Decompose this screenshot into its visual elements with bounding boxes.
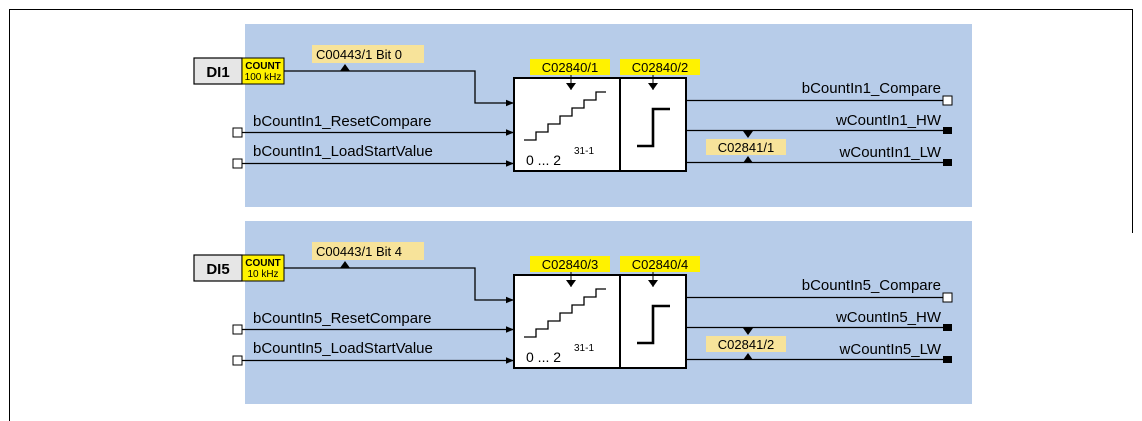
- step-icon: [637, 304, 670, 345]
- step-icon: [637, 107, 670, 148]
- bit-param-label: C00443/1 Bit 4: [316, 244, 402, 259]
- param-compare-box: [620, 256, 700, 272]
- di-box: [193, 57, 243, 85]
- output-compare-label: bCountIn5_Compare: [802, 277, 941, 294]
- page-frame: [9, 9, 1133, 421]
- input-reset-label: bCountIn5_ResetCompare: [253, 310, 431, 327]
- param-counter-box: [530, 256, 610, 272]
- count-signal-line: [284, 267, 514, 304]
- input-load-label: bCountIn5_LoadStartValue: [253, 340, 433, 357]
- count-label: COUNT: [245, 61, 281, 72]
- counter-box: [513, 77, 621, 172]
- input-load-port: [232, 355, 243, 366]
- bit-param-marker: [340, 261, 350, 268]
- output-param-marker-bottom: [743, 156, 753, 163]
- param-counter-marker: [566, 83, 576, 90]
- output-hw-port: [943, 324, 952, 331]
- input-load-label: bCountIn1_LoadStartValue: [253, 143, 433, 160]
- output-param-box: [706, 139, 786, 155]
- staircase-icon: [524, 91, 606, 141]
- input-reset-port: [232, 127, 243, 138]
- output-param-marker-top: [743, 131, 753, 138]
- output-lw-label: wCountIn5_LW: [839, 341, 942, 358]
- staircase-icon: [524, 288, 606, 338]
- output-param-marker-top: [743, 328, 753, 335]
- range-base: 0 ... 2: [526, 152, 561, 168]
- count-box: [241, 254, 285, 282]
- bit-param-label: C00443/1 Bit 0: [316, 47, 402, 62]
- output-lw-port: [943, 159, 952, 166]
- param-compare-label: C02840/4: [632, 257, 688, 272]
- count-signal-line: [284, 70, 514, 107]
- range-exponent: 31-1: [574, 343, 594, 354]
- output-param-box: [706, 336, 786, 352]
- output-param-marker-bottom: [743, 353, 753, 360]
- output-hw-port: [943, 127, 952, 134]
- output-lw-port: [943, 356, 952, 363]
- output-hw-label: wCountIn5_HW: [835, 309, 942, 326]
- output-hw-label: wCountIn1_HW: [835, 112, 942, 129]
- range-base: 0 ... 2: [526, 349, 561, 365]
- input-reset-port: [232, 324, 243, 335]
- input-load-port: [232, 158, 243, 169]
- output-compare-port: [942, 292, 953, 303]
- count-label: COUNT: [245, 258, 281, 269]
- bit-param-box: [312, 242, 424, 260]
- count-frequency: 100 kHz: [245, 72, 282, 83]
- param-compare-marker: [648, 83, 658, 90]
- output-compare-port: [942, 95, 953, 106]
- di-label: DI1: [206, 64, 229, 81]
- count-frequency: 10 kHz: [247, 269, 278, 280]
- param-compare-marker: [648, 280, 658, 287]
- param-compare-box: [620, 59, 700, 75]
- param-compare-label: C02840/2: [632, 60, 688, 75]
- input-reset-label: bCountIn1_ResetCompare: [253, 113, 431, 130]
- counter-box: [513, 274, 621, 369]
- output-lw-label: wCountIn1_LW: [839, 144, 942, 161]
- output-compare-label: bCountIn1_Compare: [802, 80, 941, 97]
- count-box: [241, 57, 285, 85]
- param-counter-box: [530, 59, 610, 75]
- bit-param-marker: [340, 64, 350, 71]
- param-counter-marker: [566, 280, 576, 287]
- output-param-label: C02841/1: [718, 140, 774, 155]
- param-counter-label: C02840/3: [542, 257, 598, 272]
- range-exponent: 31-1: [574, 146, 594, 157]
- param-counter-label: C02840/1: [542, 60, 598, 75]
- di-label: DI5: [206, 261, 229, 278]
- bit-param-box: [312, 45, 424, 63]
- output-param-label: C02841/2: [718, 337, 774, 352]
